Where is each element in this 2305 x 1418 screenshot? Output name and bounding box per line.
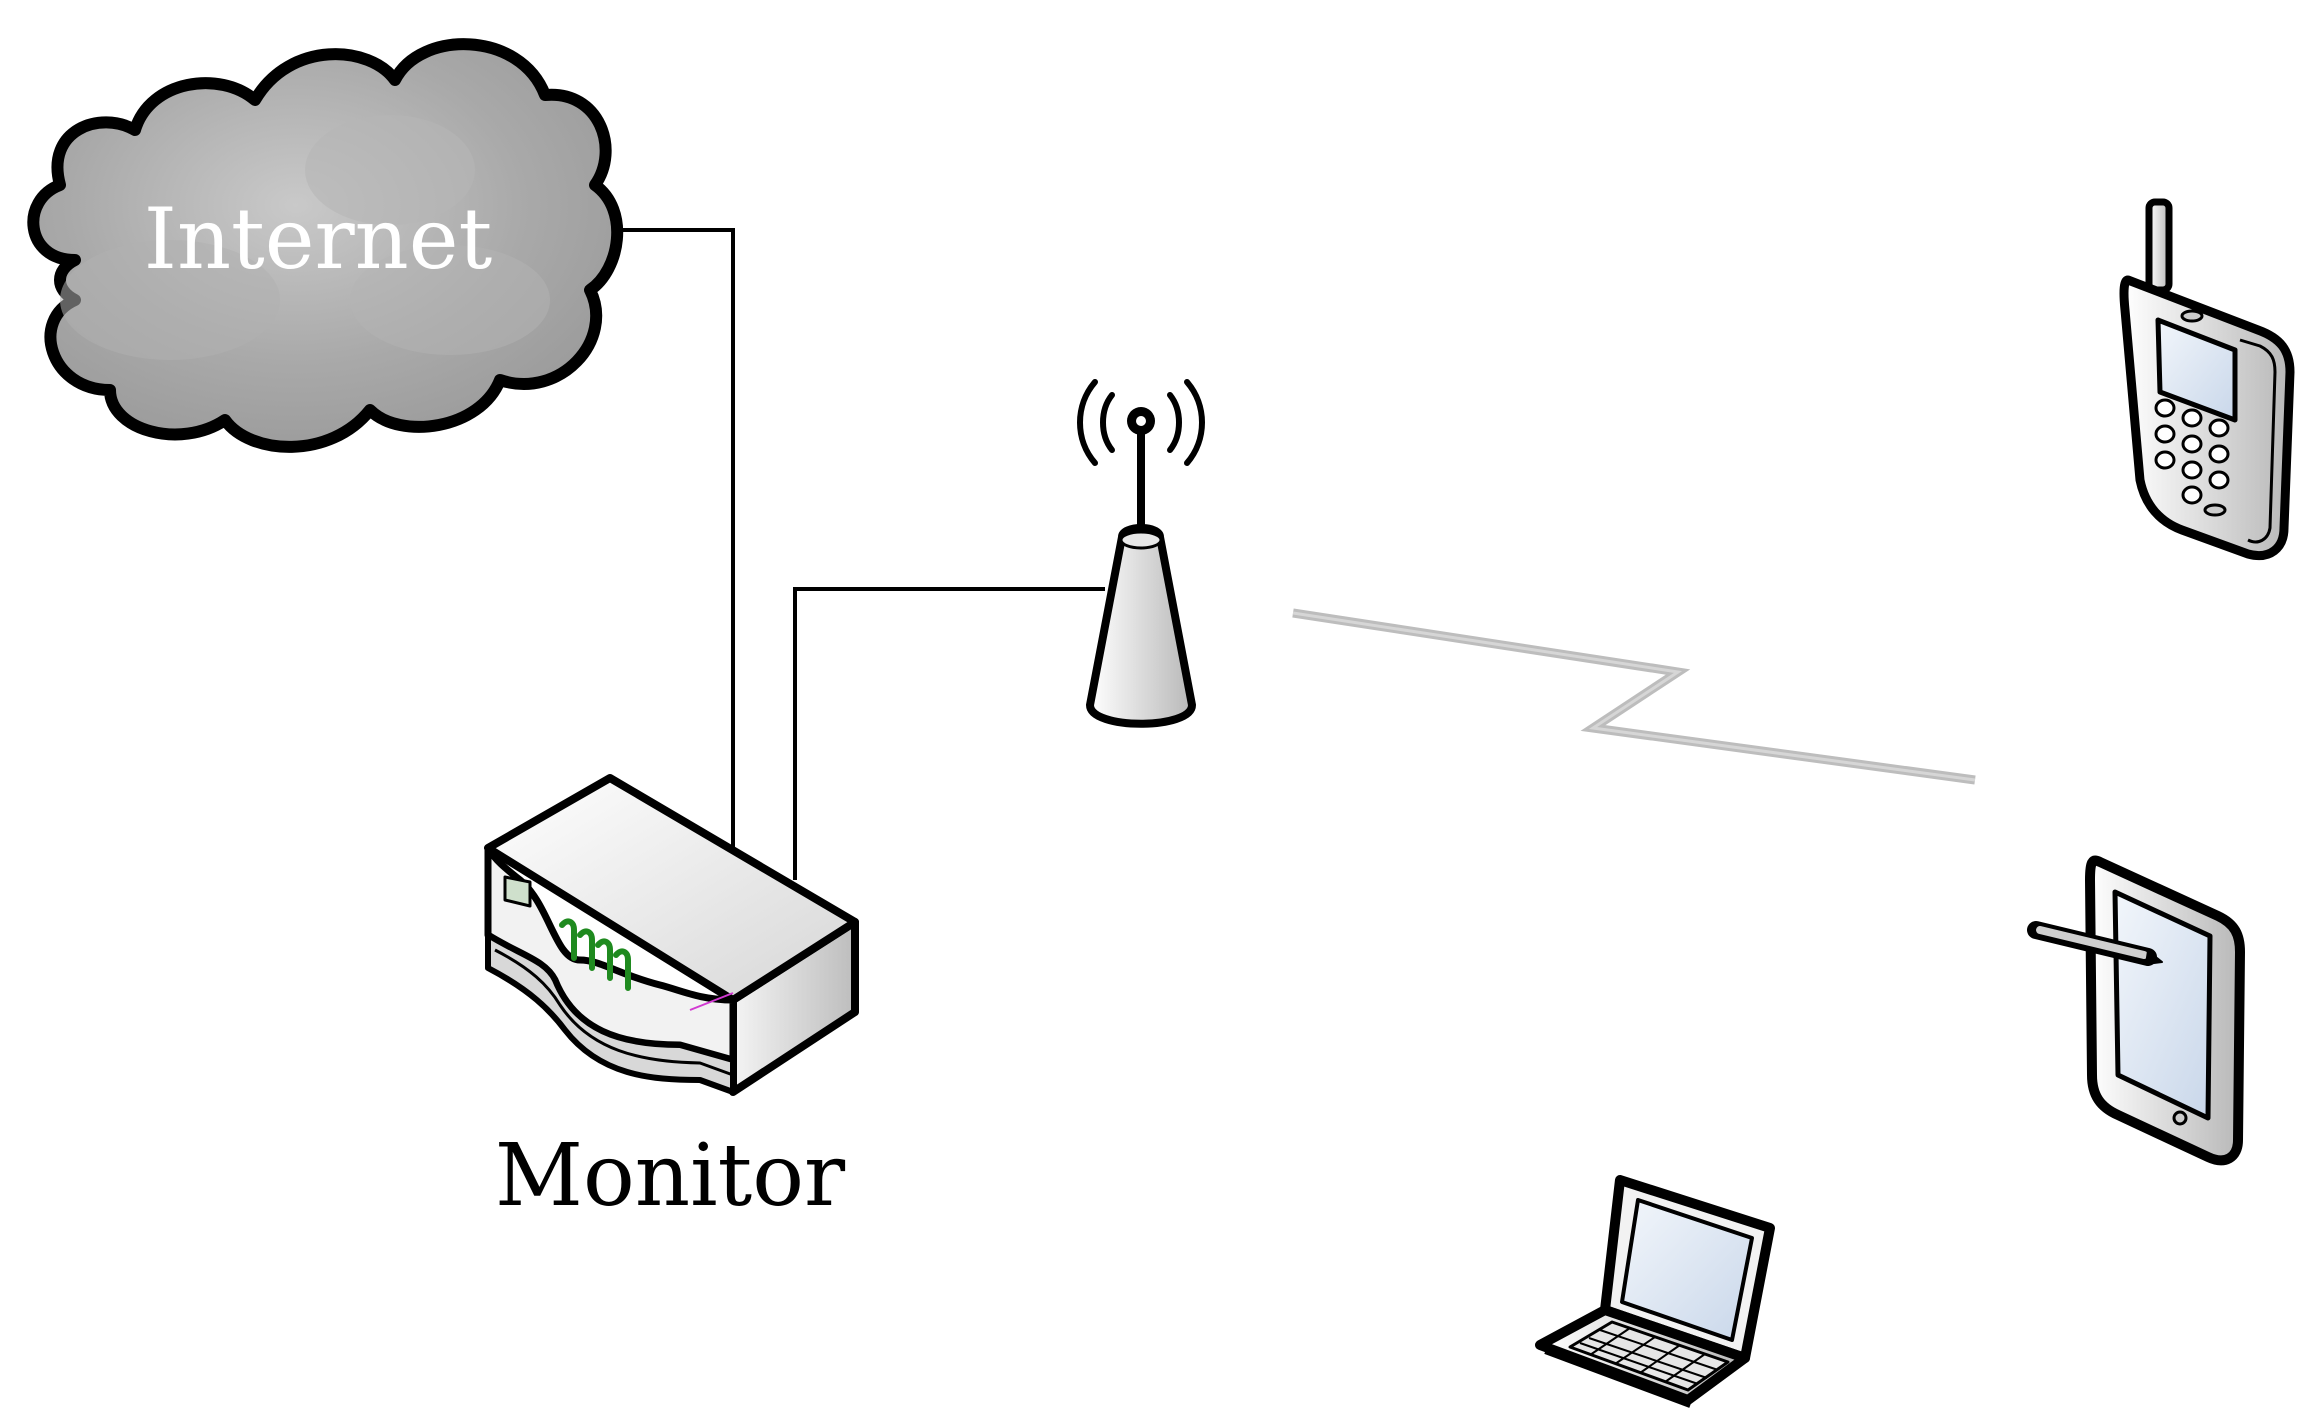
lightning-link-icon: [1292, 608, 1976, 785]
router-icon: [484, 774, 859, 1096]
monitor-router: Monitor: [484, 774, 859, 1226]
router-status-leds: [559, 918, 631, 991]
cell-phone-icon: [2119, 198, 2295, 560]
wireless-access-point: [1077, 379, 1205, 728]
internet-to-monitor-line: [618, 228, 735, 848]
internet-cloud: Internet: [27, 38, 624, 453]
device-tablet: [2027, 855, 2245, 1166]
device-cell-phone: [2119, 198, 2295, 560]
monitor-to-access-point-line: [793, 587, 1105, 880]
tablet-pen-icon: [2027, 855, 2245, 1166]
internet-label: Internet: [144, 190, 493, 288]
monitor-label: Monitor: [495, 1126, 846, 1226]
device-laptop: [1535, 1175, 1775, 1408]
connection-lines: [618, 228, 1105, 880]
laptop-icon: [1535, 1175, 1775, 1408]
wireless-link: [1292, 608, 1976, 785]
wireless-antenna-icon: [1077, 379, 1205, 728]
